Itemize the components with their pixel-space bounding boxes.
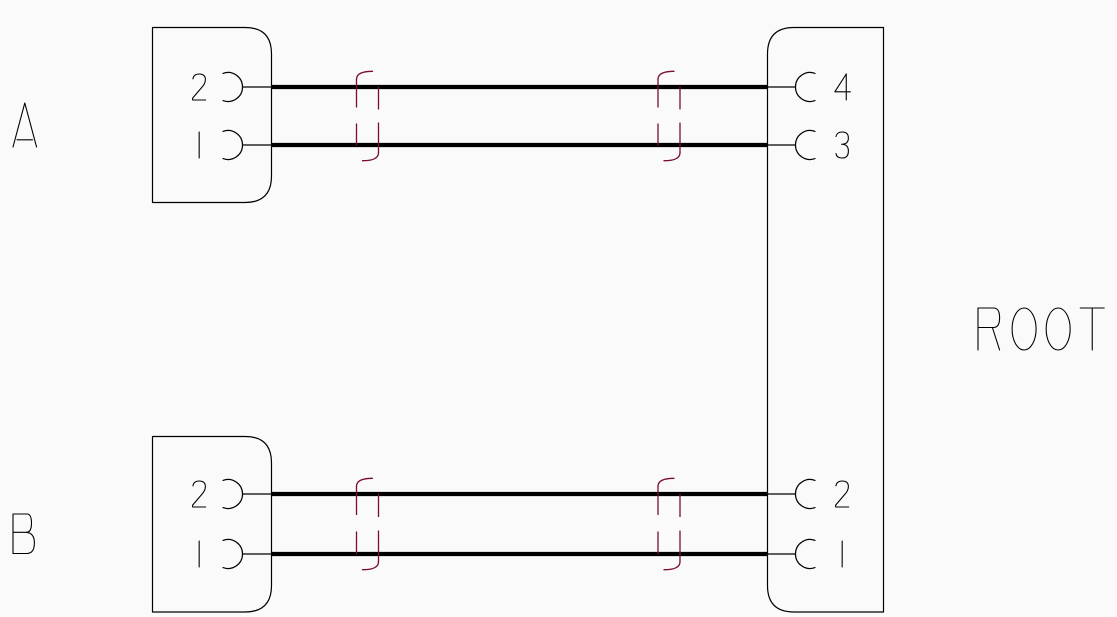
connector-root-outline[interactable] [766, 26, 885, 613]
connector-a-label [13, 103, 37, 147]
connector-root-label [978, 308, 1104, 350]
pin-root-2[interactable] [766, 478, 816, 510]
pin-b-1[interactable] [222, 538, 273, 570]
pin-root-2-number [836, 481, 849, 507]
pin-root-3[interactable] [766, 129, 816, 161]
twist-hook-top [355, 477, 374, 487]
pin-root-1[interactable] [766, 538, 816, 570]
twist-mark-top-pair-right[interactable] [657, 70, 681, 162]
pin-a-1[interactable] [222, 129, 273, 161]
twist-mark-bottom-pair-left[interactable] [355, 477, 380, 571]
twist-hook-bottom [663, 561, 681, 571]
pin-a-2-number [193, 74, 206, 100]
twist-hook-top [355, 70, 374, 80]
twist-hook-bottom [361, 152, 380, 162]
pin-b-2[interactable] [222, 478, 273, 510]
connector-b-outline[interactable] [151, 435, 273, 613]
twist-mark-bottom-pair-right[interactable] [657, 477, 681, 571]
pin-b-2-number [193, 481, 206, 507]
twist-hook-top [657, 477, 675, 487]
pin-root-3-number [836, 132, 848, 158]
pin-a-2[interactable] [222, 71, 273, 103]
twist-mark-top-pair-left[interactable] [355, 70, 380, 162]
twist-hook-bottom [361, 561, 380, 571]
twist-hook-top [657, 70, 675, 80]
pin-root-4[interactable] [766, 71, 816, 103]
connector-a-outline[interactable] [151, 26, 273, 204]
connector-b-label [13, 514, 34, 554]
twist-hook-bottom [663, 152, 681, 162]
pin-root-4-number [835, 74, 851, 100]
